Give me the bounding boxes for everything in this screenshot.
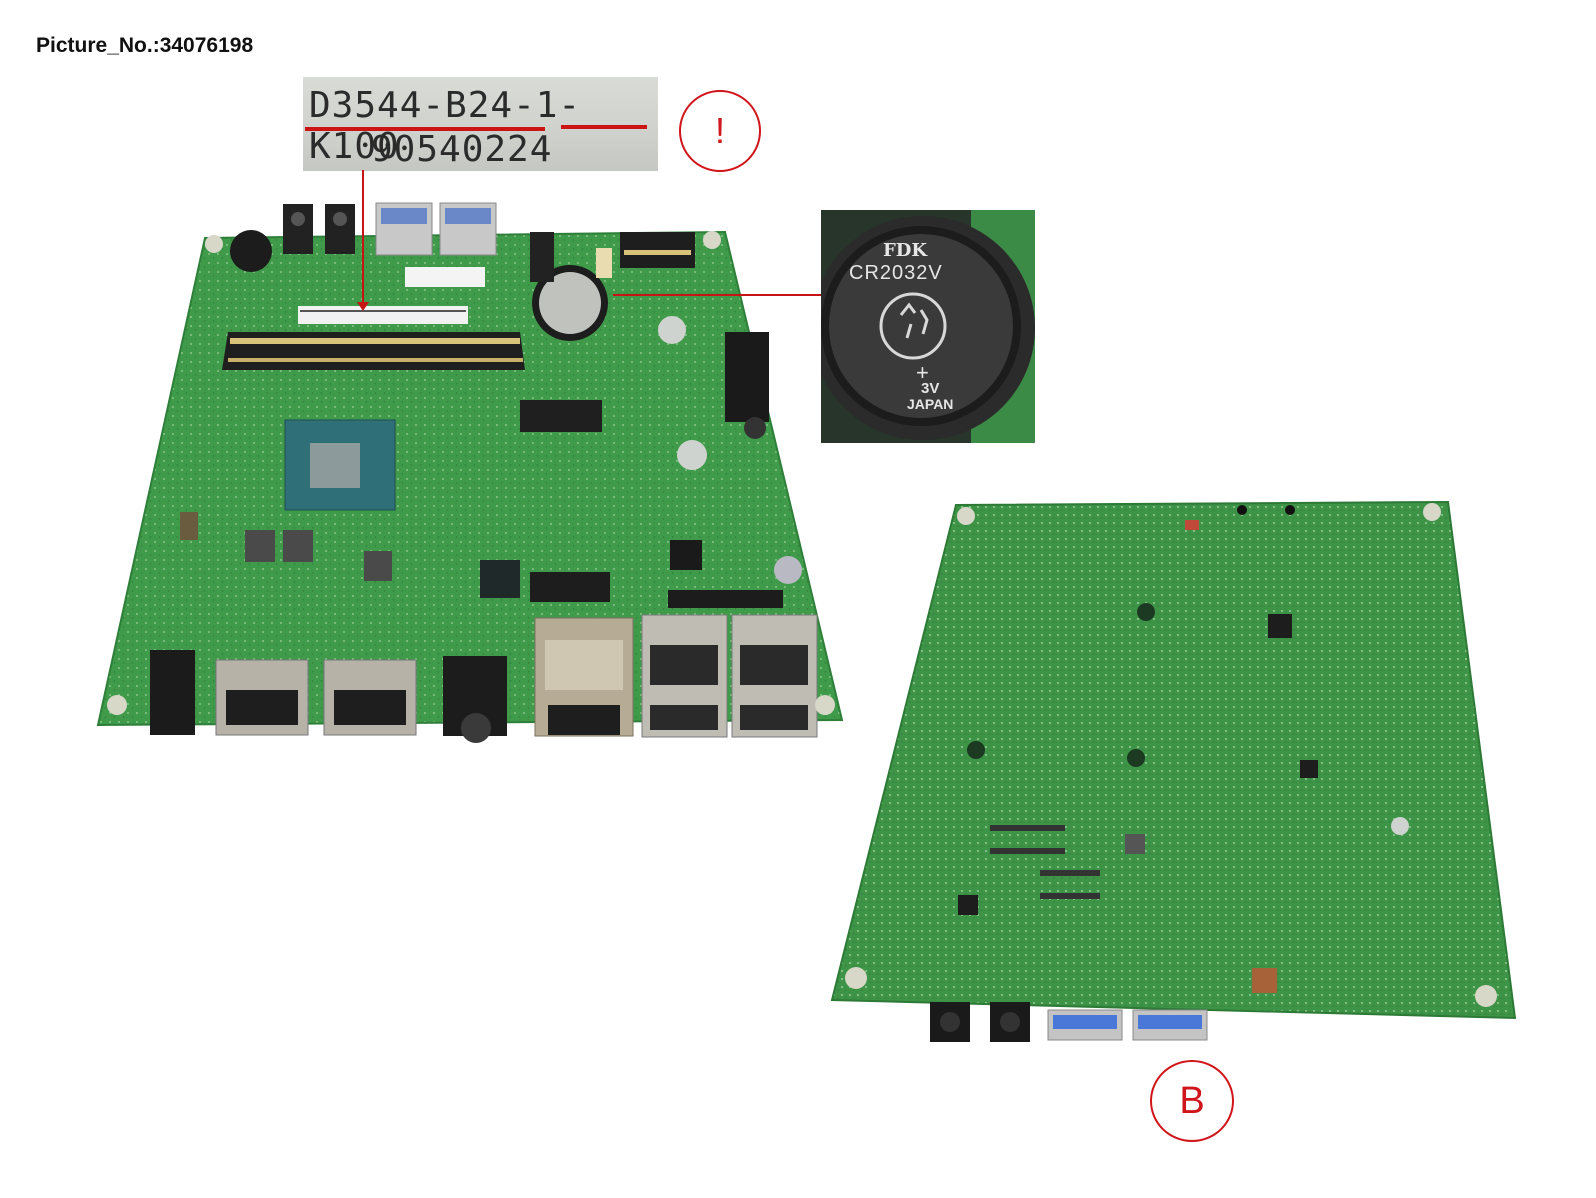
part-number-text: D3544-B24-1-K100	[309, 85, 582, 167]
battery-voltage: 3V	[921, 380, 940, 397]
serial-number-text: 90540224	[371, 129, 553, 170]
battery-model: CR2032V	[849, 262, 943, 284]
battery-brand: FDK	[883, 240, 928, 261]
picture-number: Picture_No.:34076198	[36, 34, 254, 57]
part-number-underline	[305, 127, 545, 131]
battery-zoom: FDK CR2032V + 3V JAPAN	[821, 210, 1035, 443]
battery-origin: JAPAN	[907, 396, 954, 412]
battery-polarity: +	[916, 360, 929, 385]
view-b-marker: B	[1150, 1060, 1234, 1142]
battery-photo	[821, 210, 1035, 443]
serial-label-zoom: D3544-B24-1-K100 90540224	[303, 77, 658, 171]
label-callout-line	[362, 170, 364, 308]
board-top-side	[96, 202, 844, 743]
battery-callout-line	[613, 294, 821, 296]
board-bottom-side	[830, 500, 1517, 1042]
label-callout-arrow	[357, 302, 369, 311]
suffix-underline	[561, 125, 647, 129]
warning-marker: !	[679, 90, 761, 172]
